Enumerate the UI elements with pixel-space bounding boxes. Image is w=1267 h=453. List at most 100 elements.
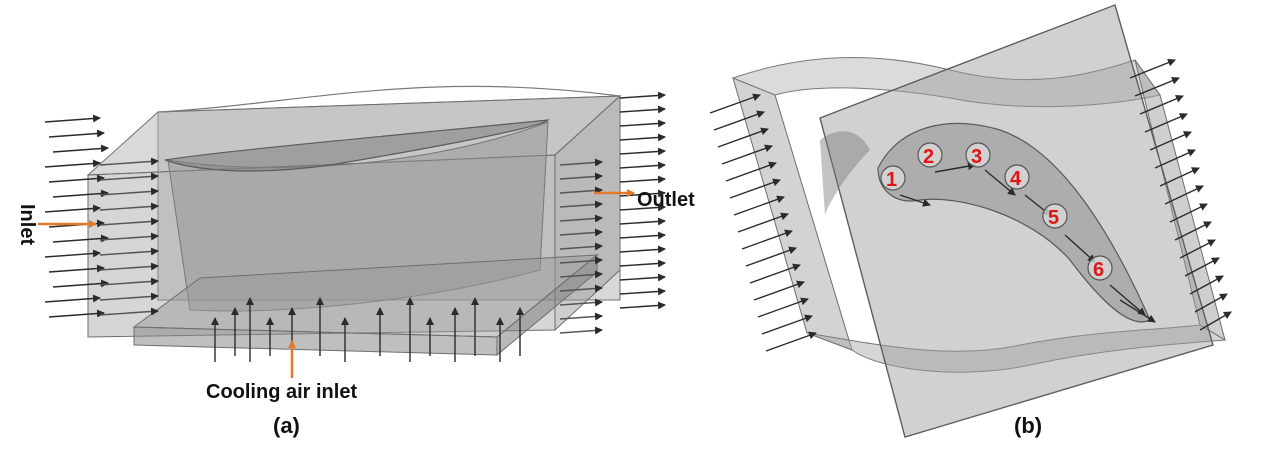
section-plane <box>819 4 1214 438</box>
inlet-flow-arrow <box>52 144 109 153</box>
hole-marker-5: 5 <box>1042 203 1068 229</box>
inlet-flow-arrow <box>99 232 159 241</box>
svg-text:3: 3 <box>971 146 982 168</box>
outlet-flow-arrow <box>619 217 666 226</box>
outlet-flow-arrow <box>619 161 666 170</box>
svg-text:1: 1 <box>886 169 897 191</box>
outlet-flow-arrow <box>559 270 603 279</box>
outlet-flow-arrow <box>619 105 666 114</box>
outlet-flow-arrow <box>619 175 666 184</box>
inlet-flow-arrow <box>99 307 159 316</box>
b-inlet-flow-arrow <box>729 178 781 199</box>
b-outlet-flow-arrow <box>1139 95 1184 115</box>
outlet-flow-arrow <box>619 301 666 310</box>
b-inlet-flow-arrow <box>741 229 793 250</box>
inlet-flow-arrow <box>44 159 101 168</box>
b-outlet-flow-arrow <box>1199 311 1232 331</box>
panel-a-caption: (a) <box>273 413 300 438</box>
inlet-flow-arrow <box>52 279 109 288</box>
hole-marker-3: 3 <box>965 142 991 168</box>
panel-b-caption: (b) <box>1014 413 1042 438</box>
outlet-flow-arrow <box>559 298 603 307</box>
b-outlet-flow-arrow <box>1149 131 1192 151</box>
panel-a: Inlet Outlet Cooling air inlet (a) <box>16 85 695 438</box>
b-outlet-flow-arrow <box>1154 149 1196 169</box>
film-cooling-arrows <box>899 162 1156 323</box>
hole-marker-4: 4 <box>1004 164 1030 190</box>
inlet-flow-arrow <box>48 309 105 318</box>
film-flow-arrow <box>899 194 931 207</box>
inlet-flow-arrow <box>99 292 159 301</box>
b-outlet-flow-arrow <box>1164 185 1204 205</box>
outlet-flow-arrow <box>559 158 603 167</box>
film-flow-arrow <box>1109 284 1146 316</box>
outlet-flow-arrow <box>619 147 666 156</box>
outlet-flow-arrow <box>559 284 603 293</box>
b-inlet-flow-arrow <box>757 297 809 318</box>
b-inlet-flow-arrow <box>749 263 801 284</box>
film-flow-arrow <box>934 162 976 173</box>
inlet-flow-arrow <box>99 157 159 166</box>
inlet-flow-arrow <box>44 294 101 303</box>
outlet-flow-arrow <box>619 259 666 268</box>
inlet-flow-arrow <box>99 202 159 211</box>
outlet-flow-arrow <box>619 273 666 282</box>
film-flow-arrow <box>1119 299 1156 323</box>
b-outlet-arrows <box>1129 58 1232 331</box>
outlet-flow-arrow <box>559 186 603 195</box>
b-outlet-flow-arrow <box>1134 76 1180 97</box>
inlet-flow-arrow <box>48 174 105 183</box>
outlet-flow-arrow <box>559 214 603 223</box>
b-outlet-flow-arrow <box>1169 203 1208 223</box>
b-outlet-flow-arrow <box>1144 113 1188 133</box>
inlet-flow-arrow <box>44 114 101 123</box>
b-outlet-flow-arrow <box>1194 293 1228 313</box>
inlet-flow-arrow <box>99 172 159 181</box>
cooling-air-arrows <box>211 297 524 362</box>
outlet-flow-arrow <box>619 119 666 128</box>
panel-b: 1 2 3 4 5 6 (b) <box>709 4 1232 438</box>
svg-text:6: 6 <box>1093 259 1104 281</box>
outlet-flow-arrow <box>559 172 603 181</box>
cooling-inlet-label: Cooling air inlet <box>206 381 357 403</box>
b-inlet-arrows <box>709 93 817 352</box>
hole-marker-6: 6 <box>1087 255 1113 281</box>
inlet-flow-arrow <box>48 129 105 138</box>
b-inlet-flow-arrow <box>717 127 769 148</box>
outlet-flow-arrow <box>619 245 666 254</box>
b-inlet-flow-arrow <box>725 161 777 182</box>
outlet-flow-arrow <box>559 228 603 237</box>
outlet-flow-arrow <box>619 203 666 212</box>
b-inlet-flow-arrow <box>713 110 765 131</box>
inlet-flow-arrow <box>99 187 159 196</box>
blade-tip-airfoil <box>164 119 550 172</box>
svg-text:5: 5 <box>1048 207 1059 229</box>
outlet-label: Outlet <box>637 189 695 211</box>
b-inlet-flow-arrow <box>737 212 789 233</box>
b-outlet-flow-arrow <box>1159 167 1200 187</box>
b-inlet-flow-arrow <box>733 195 785 216</box>
outlet-arrows <box>559 91 666 335</box>
inlet-flow-arrow <box>99 247 159 256</box>
inlet-flow-arrow <box>44 249 101 258</box>
inlet-flow-arrow <box>52 234 109 243</box>
hole-marker-2: 2 <box>917 142 943 168</box>
outlet-flow-arrow <box>559 242 603 251</box>
inlet-label: Inlet <box>16 204 38 245</box>
b-outlet-flow-arrow <box>1189 275 1224 295</box>
inlet-flow-arrow <box>99 262 159 271</box>
inlet-flow-arrow <box>99 217 159 226</box>
b-outlet-flow-arrow <box>1129 58 1176 79</box>
b-outlet-flow-arrow <box>1179 239 1216 259</box>
outlet-flow-arrow <box>559 256 603 265</box>
b-inlet-flow-arrow <box>761 314 813 335</box>
film-flow-arrow <box>1064 234 1096 263</box>
inlet-flow-arrow <box>44 204 101 213</box>
b-inlet-flow-arrow <box>721 144 773 165</box>
outlet-flow-arrow <box>619 91 666 100</box>
hole-marker-1: 1 <box>880 165 906 191</box>
outlet-flow-arrow <box>559 326 603 335</box>
b-inlet-flow-arrow <box>709 93 761 114</box>
inlet-flow-arrow <box>99 277 159 286</box>
